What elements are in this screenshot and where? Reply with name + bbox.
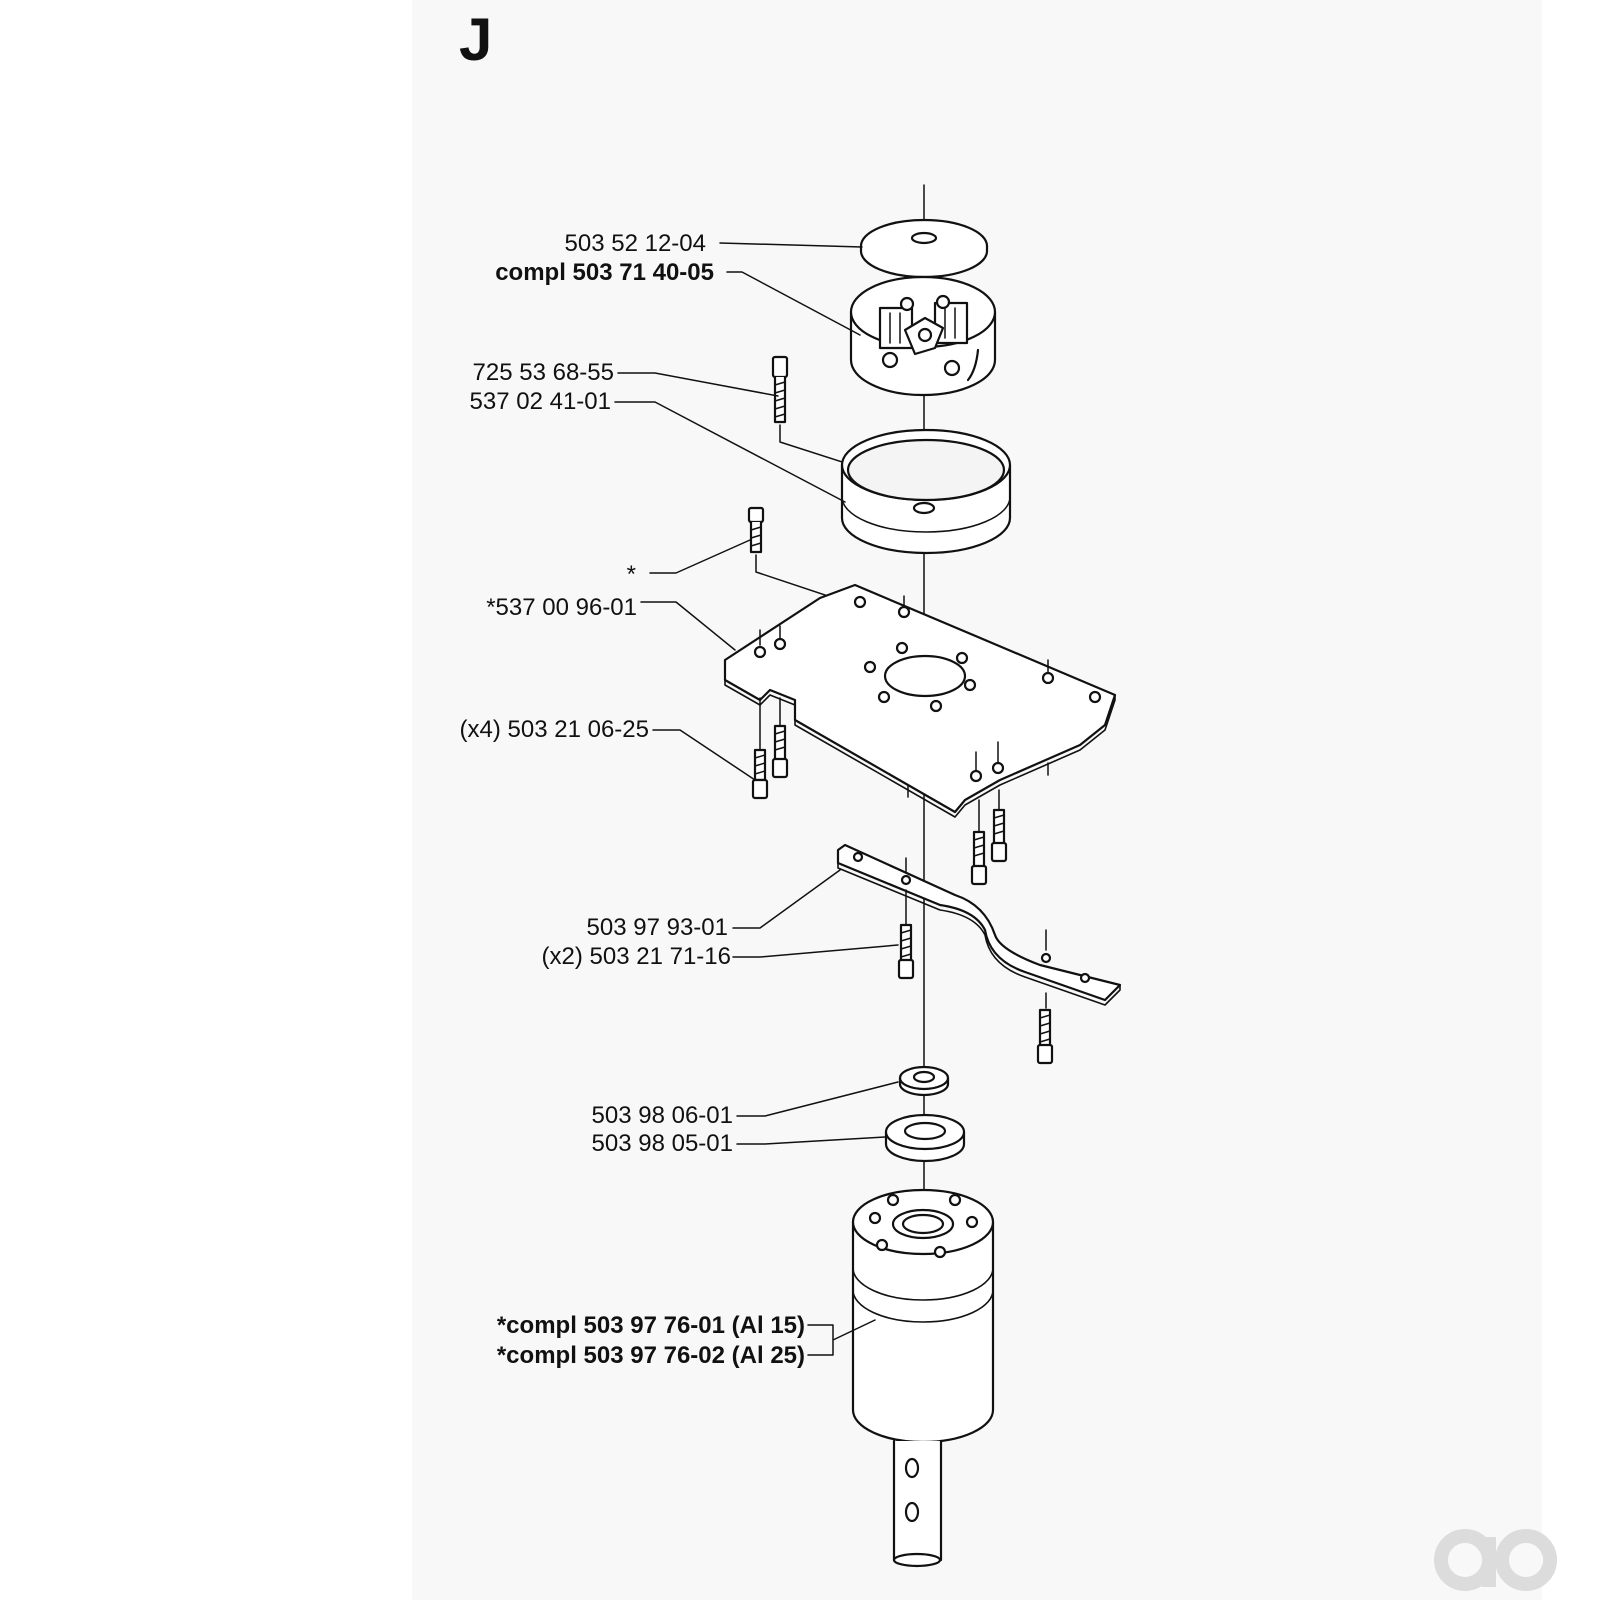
label-washer-large: 503 98 05-01 (591, 1130, 733, 1157)
label-motor-al15: *compl 503 97 76-01 (Al 15) (496, 1312, 805, 1339)
asterisk-screw-part (747, 506, 871, 661)
ao-logo-icon (1434, 1529, 1557, 1591)
label-cap-screw: 725 53 68-55 (472, 359, 614, 386)
plate-screws-part (751, 697, 1008, 886)
label-clutch-assembly: compl 503 71 40-05 (495, 259, 714, 286)
bracket-screws-part (897, 889, 1054, 1065)
bracket-part (836, 843, 1122, 1009)
washer-large-part (884, 1113, 966, 1163)
label-bracket: 503 97 93-01 (586, 914, 728, 941)
washer-small-part (898, 1065, 950, 1097)
section-letter: J (459, 6, 493, 73)
label-asterisk-screw: * (626, 561, 636, 588)
label-top-plate: 503 52 12-04 (564, 230, 706, 257)
motor-part (851, 1188, 995, 1568)
label-motor-al25: *compl 503 97 76-02 (Al 25) (496, 1342, 805, 1369)
label-plate-screws: (x4) 503 21 06-25 (459, 716, 649, 743)
label-clutch-drum: 537 02 41-01 (469, 388, 611, 415)
mount-plate-part (723, 583, 1117, 818)
label-mount-plate: *537 00 96-01 (486, 594, 637, 621)
label-bracket-screws: (x2) 503 21 71-16 (541, 943, 731, 970)
clutch-drum-part (840, 428, 1012, 555)
label-washer-small: 503 98 06-01 (591, 1102, 733, 1129)
top-plate-part (859, 218, 989, 279)
clutch-assembly-part (849, 275, 997, 397)
leader-lines (614, 242, 899, 1356)
